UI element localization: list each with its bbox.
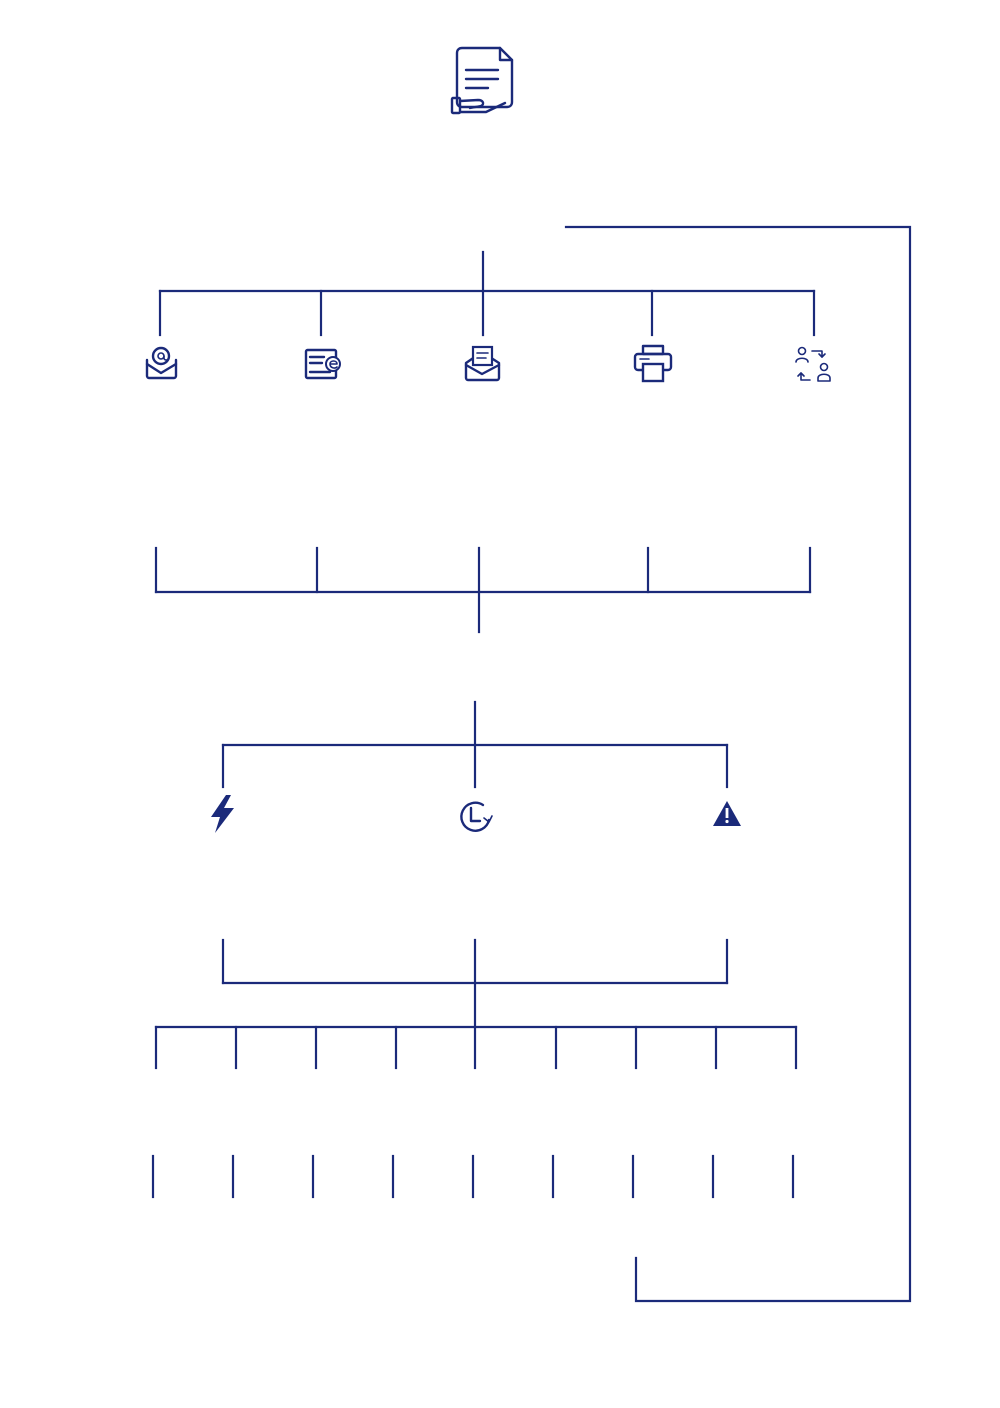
stage-connector	[154, 1025, 798, 1070]
e-invoice-icon	[304, 348, 341, 380]
printer-icon	[633, 344, 673, 383]
open-envelope-icon	[464, 345, 501, 382]
stage-stubs	[151, 1154, 795, 1199]
feedback-loop-line	[564, 225, 912, 1303]
channel-connector	[158, 250, 816, 337]
outcome-merge-connector	[221, 938, 729, 1028]
person-exchange-icon	[795, 346, 831, 382]
warning-icon	[713, 801, 741, 826]
outcome-connector	[221, 700, 729, 789]
document-hand-icon	[450, 46, 514, 115]
clock-refresh-icon	[460, 801, 493, 832]
channel-merge-connector	[154, 546, 812, 634]
lightning-icon	[211, 795, 234, 833]
email-at-icon	[145, 346, 178, 380]
